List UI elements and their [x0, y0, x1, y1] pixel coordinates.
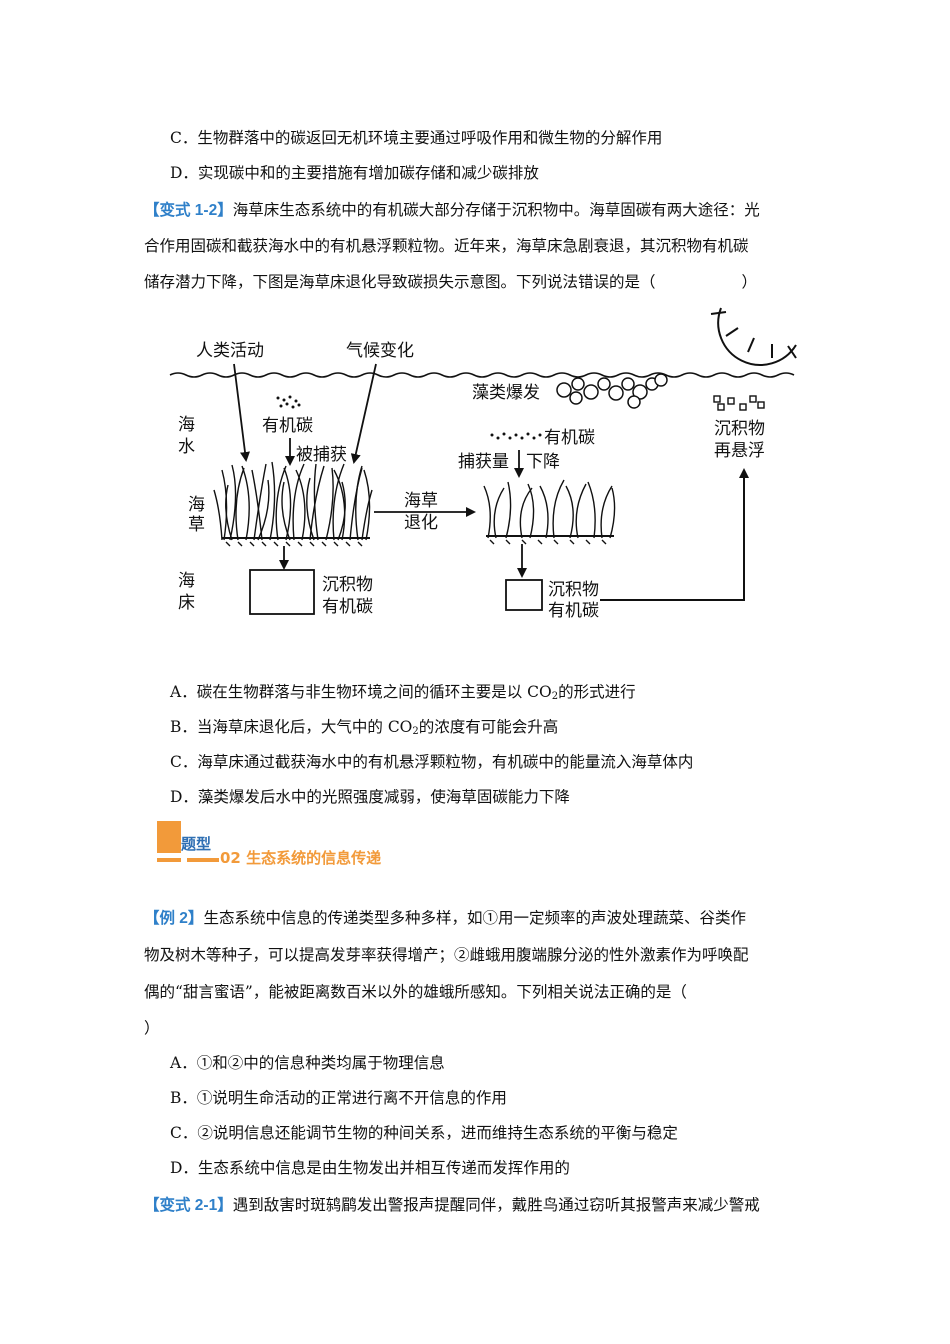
label-seabed-1: 海 [178, 571, 195, 591]
organic-particles-left [276, 395, 301, 409]
option-text: A．碳在生物群落与非生物环境之间的循环主要是以 CO [170, 683, 552, 701]
seagrass-sparse-icon [483, 479, 616, 545]
option-text: 的浓度有可能会升高 [418, 718, 559, 736]
label-sediment-left-b: 有机碳 [322, 597, 373, 617]
example-2-line4: ） [144, 1019, 160, 1037]
sediment-box-left [249, 569, 315, 615]
example-2-line1: 【例 2】生态系统中信息的传递类型多种多样，如①用一定频率的声波处理蔬菜、谷类作 [144, 907, 746, 930]
variant-1-2-line3: 储存潜力下降，下图是海草床退化导致碳损失示意图。下列说法错误的是（ ） [144, 271, 757, 293]
example-tag: 【例 2】 [144, 910, 204, 927]
label-sediment-left: 沉积物 [322, 575, 373, 595]
question-text: 储存潜力下降，下图是海草床退化导致碳损失示意图。下列说法错误的是（ [144, 273, 656, 291]
variant-option-a: A．碳在生物群落与非生物环境之间的循环主要是以 CO2的形式进行 [170, 681, 636, 708]
variant-option-d: D．藻类爆发后水中的光照强度减弱，使海草固碳能力下降 [170, 788, 570, 806]
seagrass-carbon-loss-diagram: 人类活动 气候变化 藻类爆发 海 水 海 草 海 床 有机碳 被捕获 [166, 300, 806, 630]
seagrass-dense-icon [213, 461, 373, 547]
section-underline [157, 858, 181, 862]
section-underline [187, 858, 219, 862]
variant-1-2-line2: 合作用固碳和截获海水中的有机悬浮颗粒物。近年来，海草床急剧衰退，其沉积物有机碳 [144, 237, 749, 255]
organic-particles-right [490, 432, 542, 440]
variant-tag: 【变式 1-2】 [144, 202, 233, 219]
variant-option-c: C．海草床通过截获海水中的有机悬浮颗粒物，有机碳中的能量流入海草体内 [170, 753, 694, 771]
example-2-line3: 偶的“甜言蜜语”，能被距离数百米以外的雄蛾所感知。下列相关说法正确的是（ [144, 983, 687, 1001]
label-organic-carbon: 有机碳 [262, 416, 313, 436]
subscript: 2 [551, 691, 559, 702]
sediment-box-right [505, 579, 543, 611]
label-seagrass-2: 草 [188, 515, 205, 535]
label-sediment-right-b: 有机碳 [548, 601, 599, 621]
example-option-d: D．生态系统中信息是由生物发出并相互传递而发挥作用的 [170, 1159, 570, 1177]
label-seabed-2: 床 [178, 593, 195, 613]
example-option-b: B．①说明生命活动的正常进行离不开信息的作用 [170, 1089, 507, 1107]
option-text: 的形式进行 [558, 683, 636, 701]
algae-bloom-icon [556, 373, 668, 409]
label-capture-amount: 捕获量 [458, 452, 509, 472]
label-human-activity: 人类活动 [196, 341, 264, 361]
subscript: 2 [412, 726, 419, 737]
label-sediment-right: 沉积物 [548, 580, 599, 600]
variant-tag: 【变式 2-1】 [144, 1197, 233, 1214]
label-seagrass-1: 海 [188, 495, 205, 515]
answer-paren: ） [741, 273, 758, 291]
section-title: 02 生态系统的信息传递 [220, 849, 382, 867]
label-algae-bloom: 藻类爆发 [472, 383, 540, 403]
example-option-a: A．①和②中的信息种类均属于物理信息 [170, 1054, 445, 1072]
label-resuspend-2: 再悬浮 [714, 441, 765, 461]
question-text: 遇到敌害时斑鸫鹛发出警报声提醒同伴，戴胜鸟通过窃听其报警声来减少警戒 [232, 1196, 760, 1214]
water-surface [169, 372, 795, 378]
label-decline: 下降 [526, 452, 560, 472]
variant-option-b: B．当海草床退化后，大气中的 CO2的浓度有可能会升高 [170, 716, 558, 743]
example-2-line2: 物及树木等种子，可以提高发芽率获得增产；②雌蛾用腹端腺分泌的性外激素作为呼唤配 [144, 946, 749, 964]
sun-icon [710, 307, 797, 366]
label-organic-carbon-2: 有机碳 [544, 428, 595, 448]
option-c: C．生物群落中的碳返回无机环境主要通过呼吸作用和微生物的分解作用 [170, 129, 663, 147]
label-degradation-1: 海草 [404, 491, 438, 511]
question-text: 生态系统中信息的传递类型多种多样，如①用一定频率的声波处理蔬菜、谷类作 [203, 909, 746, 927]
variant-1-2-line1: 【变式 1-2】海草床生态系统中的有机碳大部分存储于沉积物中。海草固碳有两大途径… [144, 199, 760, 222]
label-resuspend-1: 沉积物 [714, 419, 765, 439]
label-water: 水 [178, 437, 195, 457]
resuspended-particles-icon [713, 395, 765, 411]
label-climate-change: 气候变化 [346, 341, 414, 361]
label-degradation-2: 退化 [404, 513, 438, 533]
example-option-c: C．②说明信息还能调节生物的种间关系，进而维持生态系统的平衡与稳定 [170, 1124, 678, 1142]
option-d: D．实现碳中和的主要措施有增加碳存储和减少碳排放 [170, 164, 539, 182]
label-sea: 海 [178, 415, 195, 435]
question-text: 海草床生态系统中的有机碳大部分存储于沉积物中。海草固碳有两大途径：光 [232, 201, 760, 219]
section-label: 题型 [181, 835, 212, 853]
section-heading-block [157, 821, 181, 853]
variant-2-1-line1: 【变式 2-1】遇到敌害时斑鸫鹛发出警报声提醒同伴，戴胜鸟通过窃听其报警声来减少… [144, 1194, 760, 1217]
option-text: B．当海草床退化后，大气中的 CO [170, 718, 413, 736]
section-heading: 题型 02 生态系统的信息传递 [157, 821, 417, 869]
label-captured: 被捕获 [296, 445, 347, 465]
